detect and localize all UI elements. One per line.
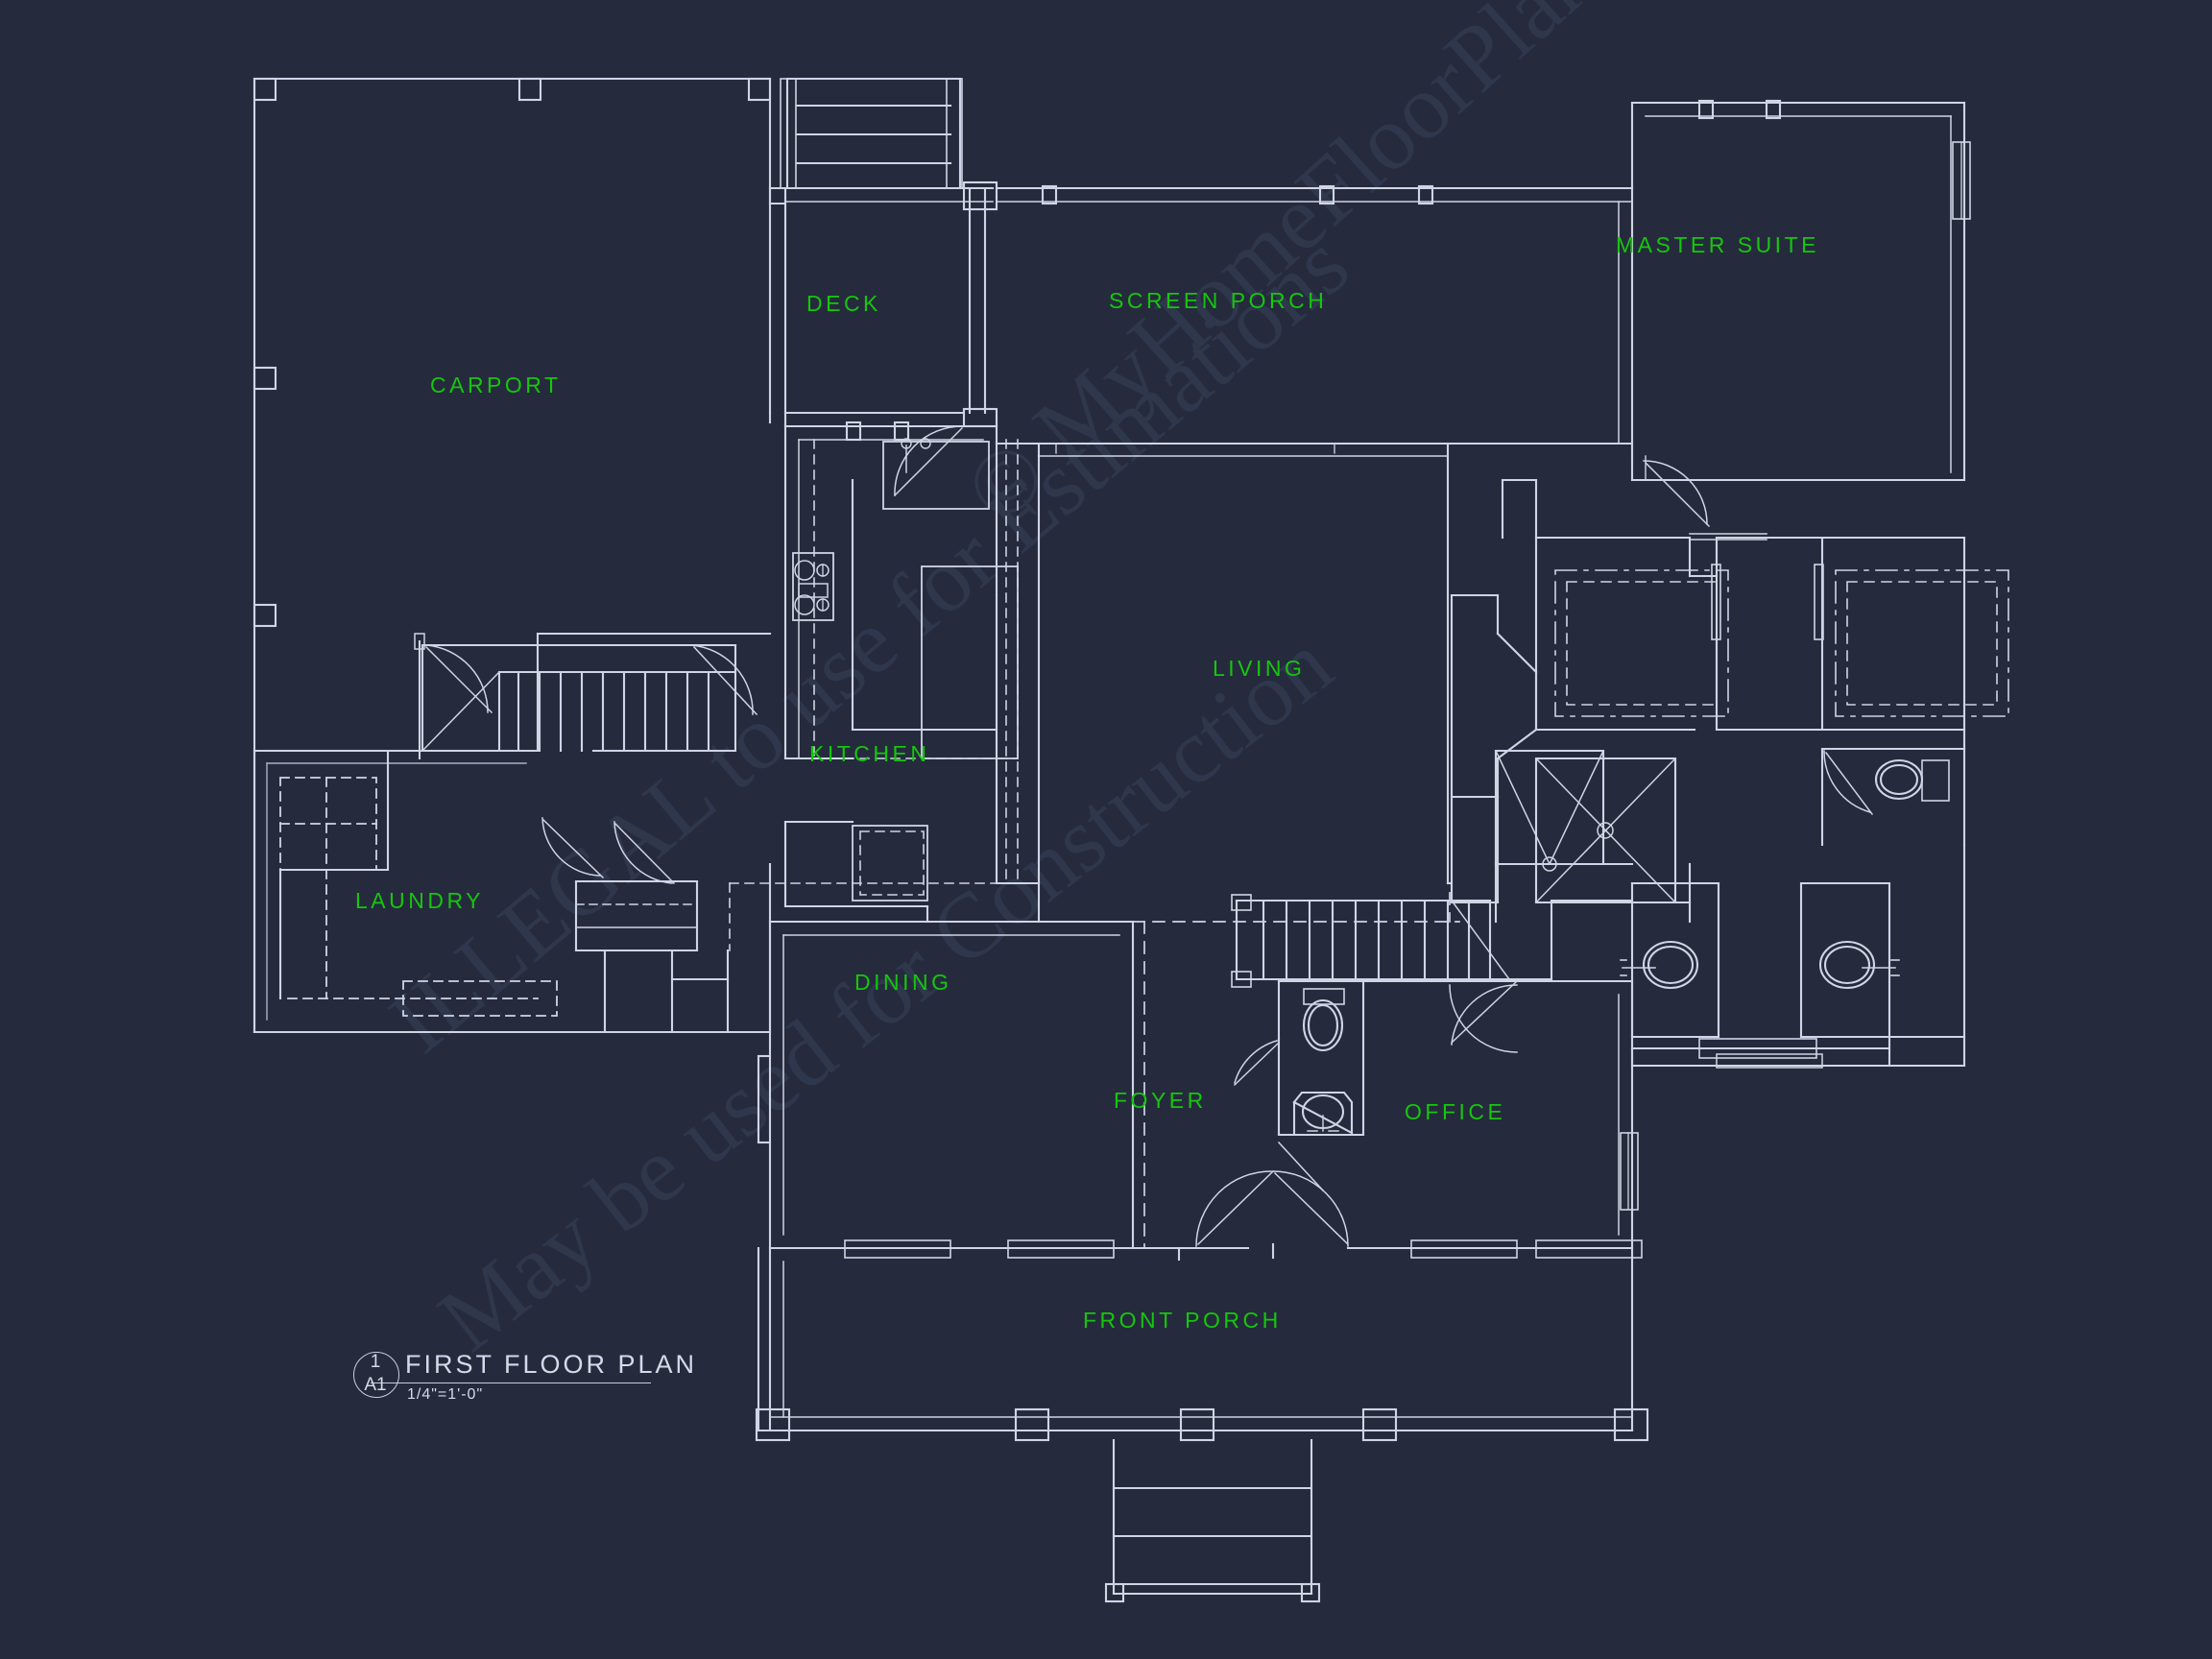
carport-outline	[252, 77, 772, 1034]
title-underline	[371, 1382, 651, 1384]
page-title: FIRST FLOOR PLAN	[405, 1350, 698, 1379]
living-room	[995, 442, 1677, 904]
master-suite	[1630, 99, 1971, 528]
room-label-front-porch: FRONT PORCH	[1083, 1308, 1282, 1333]
door-swings-west	[414, 633, 758, 760]
kitchen	[729, 421, 1019, 951]
room-label-kitchen: KITCHEN	[809, 741, 930, 766]
drawing-scale: 1/4"=1'-0"	[407, 1386, 484, 1403]
carport-stair	[421, 643, 737, 753]
master-bath-closets	[1494, 478, 2009, 1069]
west-wing-walls	[252, 632, 772, 1034]
sheet-number: A1	[364, 1375, 387, 1395]
room-label-foyer: FOYER	[1114, 1088, 1207, 1113]
room-label-carport: CARPORT	[430, 373, 562, 397]
main-stair	[1231, 894, 1634, 988]
powder-room	[1233, 979, 1365, 1192]
room-label-dining: DINING	[854, 970, 952, 995]
detail-bubble-icon	[353, 1352, 399, 1398]
laundry-doors	[541, 817, 676, 885]
room-label-deck: DECK	[806, 291, 881, 316]
room-label-screen-porch: SCREEN PORCH	[1109, 288, 1328, 313]
foyer	[1131, 892, 1460, 1262]
room-label-living: LIVING	[1213, 656, 1306, 681]
room-label-laundry: LAUNDRY	[355, 888, 484, 913]
front-porch	[755, 1246, 1649, 1603]
room-label-master-suite: MASTER SUITE	[1616, 232, 1819, 257]
room-label-office: OFFICE	[1405, 1099, 1506, 1124]
laundry-walls	[278, 749, 390, 1000]
inner-stair-small	[574, 879, 730, 1034]
misc-walls	[926, 862, 1692, 1250]
detail-number: 1	[370, 1352, 381, 1372]
deck	[768, 77, 998, 497]
screen-porch	[995, 184, 1634, 458]
